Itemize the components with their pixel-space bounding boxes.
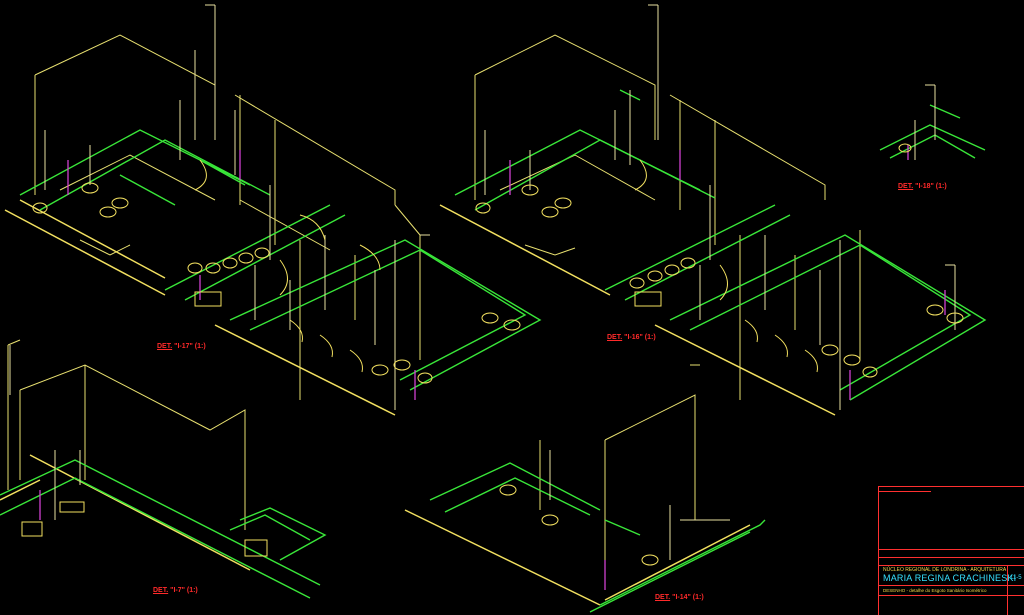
title-block-rule (879, 595, 1024, 596)
title-block-description: DESENHO - detalhe do Esgoto Sanitário Is… (883, 588, 987, 593)
isometric-detail-i16 (439, 4, 987, 416)
title-block-author: MARIA REGINA CRACHINESKI (883, 573, 1017, 583)
title-block-divider (1007, 565, 1008, 615)
title-block-rule (879, 585, 1024, 586)
isometric-detail-i17 (4, 4, 542, 416)
title-block-sheet-code: 11-5 (1010, 575, 1022, 581)
title-block-rule (879, 565, 1024, 566)
title-block-organization: NÚCLEO REGIONAL DE LONDRINA - ARQUITETUR… (883, 567, 1007, 573)
detail-number: "I-7" (1:) (170, 587, 198, 594)
detail-prefix: DET. (153, 587, 169, 594)
detail-label-i18: DET. "I-18" (1:) (898, 183, 947, 190)
detail-number: "I-14" (1:) (672, 594, 704, 601)
title-block-rule (879, 491, 931, 492)
detail-number: "I-18" (1:) (915, 183, 947, 190)
detail-prefix: DET. (607, 334, 623, 341)
detail-number: "I-17" (1:) (174, 343, 206, 350)
title-block: NÚCLEO REGIONAL DE LONDRINA - ARQUITETUR… (878, 486, 1024, 615)
isometric-detail-i7 (0, 339, 327, 599)
detail-prefix: DET. (157, 343, 173, 350)
detail-label-i17: DET. "I-17" (1:) (157, 343, 206, 350)
isometric-detail-i14 (404, 364, 766, 613)
title-block-rule (879, 557, 1024, 558)
detail-label-i16: DET. "I-16" (1:) (607, 334, 656, 341)
detail-prefix: DET. (655, 594, 671, 601)
detail-label-i7: DET. "I-7" (1:) (153, 587, 198, 594)
title-block-rule (879, 549, 1024, 550)
detail-number: "I-16" (1:) (624, 334, 656, 341)
detail-label-i14: DET. "I-14" (1:) (655, 594, 704, 601)
detail-prefix: DET. (898, 183, 914, 190)
isometric-detail-i18 (879, 84, 986, 160)
